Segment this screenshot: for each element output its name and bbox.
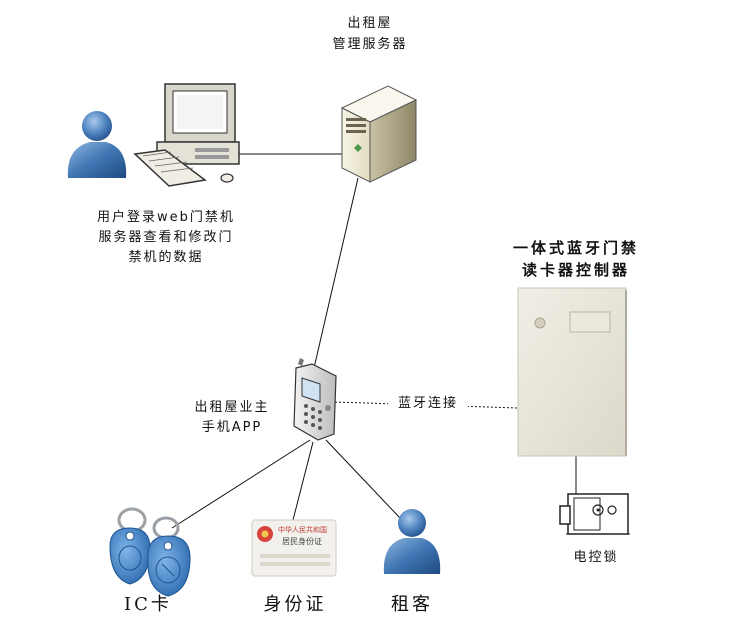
tenant-label: 租客 (391, 594, 433, 615)
line-phone-id-card (292, 441, 314, 521)
phone-label-line2: 手机APP (201, 420, 263, 435)
electric-lock-icon (559, 493, 630, 535)
user-label-line3: 禁机的数据 (128, 250, 204, 265)
server-label-line1: 出租屋 (347, 16, 393, 31)
phone-label-line1: 出租屋业主 (194, 400, 270, 415)
lock-label: 电控锁 (573, 550, 619, 565)
person-icon (67, 111, 127, 178)
line-phone-ic-card (171, 439, 311, 529)
server-tower-icon (340, 85, 418, 183)
person-icon (383, 509, 441, 574)
desktop-computer-icon (133, 83, 240, 187)
controller-label-line1: 一体式蓝牙门禁 (512, 239, 639, 257)
controller-label-line2: 读卡器控制器 (521, 261, 630, 279)
id-card-title-text: 中华人民共和国 (278, 525, 327, 534)
card-reader-icon (517, 287, 627, 457)
line-server-phone (313, 177, 359, 369)
id-card-icon: 中华人民共和国 居民身份证 (251, 519, 337, 577)
bluetooth-connection-label: 蓝牙连接 (388, 394, 468, 413)
mobile-phone-icon (293, 358, 337, 441)
connection-lines (171, 153, 577, 529)
id-card-label: 身份证 (263, 594, 327, 615)
line-phone-reader (334, 401, 519, 409)
key-fob-icon (109, 507, 191, 597)
user-label-line1: 用户登录web门禁机 (97, 210, 235, 225)
line-phone-tenant (325, 439, 401, 519)
id-card-subtitle-text: 居民身份证 (282, 536, 322, 546)
ic-card-label: IC卡 (124, 594, 172, 615)
server-label-line2: 管理服务器 (332, 37, 408, 52)
user-label-line2: 服务器查看和修改门 (98, 230, 234, 245)
